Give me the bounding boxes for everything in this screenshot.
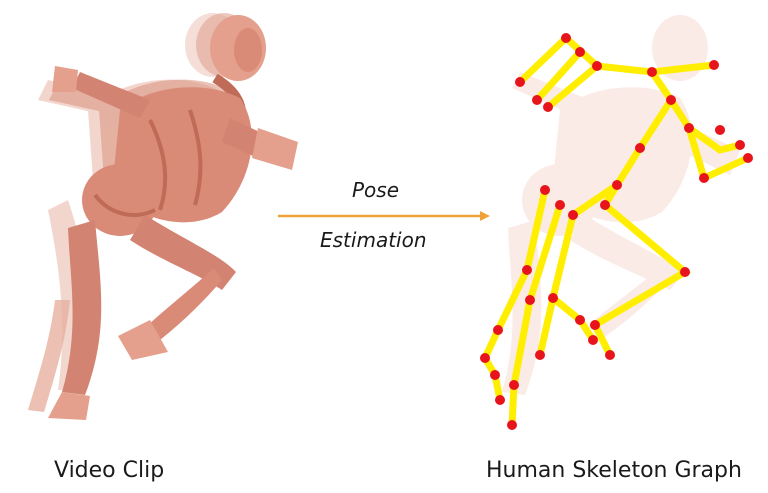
skeleton-graph-caption: Human Skeleton Graph <box>486 458 742 483</box>
arrow-label-pose: Pose <box>352 178 399 202</box>
runner-muscle-illustration <box>28 13 298 420</box>
pose-estimation-arrow <box>278 211 490 221</box>
arrow-label-estimation: Estimation <box>320 228 427 252</box>
video-clip-caption: Video Clip <box>54 458 164 483</box>
